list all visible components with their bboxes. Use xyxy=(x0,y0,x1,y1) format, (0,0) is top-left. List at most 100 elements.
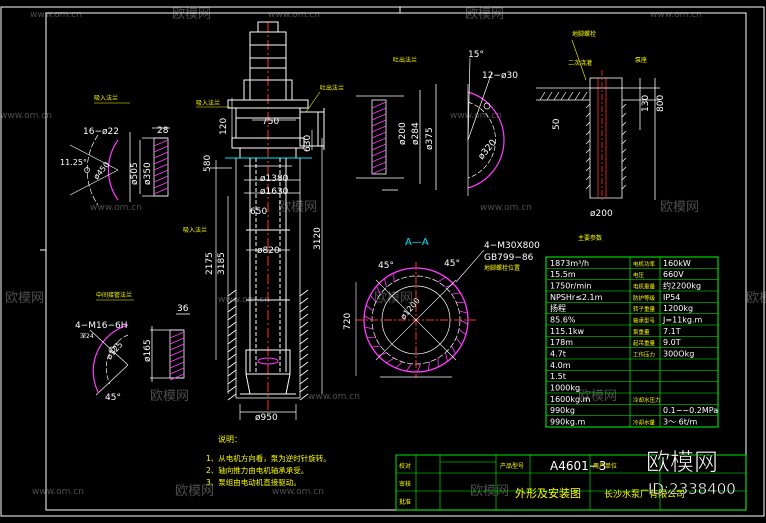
watermark-brand: 欧模网 xyxy=(660,200,699,215)
table-cell: 1750r/min xyxy=(550,282,591,291)
table-cell: 3〜 6t/m xyxy=(663,418,698,427)
hatch-line xyxy=(300,386,308,392)
dim-2175: 2175 xyxy=(205,252,215,275)
hatch-line xyxy=(406,364,411,371)
table-cell: 泵重量 xyxy=(633,328,650,336)
hatch-line xyxy=(456,302,465,303)
hatch-line xyxy=(372,138,386,144)
dim-750: 750 xyxy=(262,117,279,127)
hatch-line xyxy=(540,92,545,100)
hatch-line xyxy=(622,122,626,126)
dim-820: ø820 xyxy=(257,246,280,256)
hatch-line xyxy=(438,277,446,282)
dim-950: ø950 xyxy=(255,413,278,423)
hatch-line xyxy=(386,358,394,363)
table-cell: 工作压力 xyxy=(633,351,655,359)
view-title: 吸入法兰 xyxy=(94,94,118,102)
dim-gb: GB799−86 xyxy=(484,253,534,263)
dim-15: 15° xyxy=(468,50,484,60)
hatch-line xyxy=(300,362,308,368)
hatch-line xyxy=(622,113,626,117)
hatch-line xyxy=(228,338,236,344)
hatch-line xyxy=(228,362,236,368)
hatch-line xyxy=(460,320,468,324)
dim-45: 45° xyxy=(105,393,121,403)
hatch-line xyxy=(561,92,566,100)
hatch-line xyxy=(228,306,236,312)
intermediate-flange-view: 中间接管法兰 4−M16−6H 深24 ø125 45° 36 ø165 xyxy=(75,291,190,403)
hatch-line xyxy=(417,364,420,372)
hatch-line xyxy=(586,176,590,180)
hatch-line xyxy=(170,356,184,362)
hatch-line xyxy=(170,338,184,344)
dim-580: 580 xyxy=(203,155,213,172)
callout: 吐出法兰 xyxy=(320,84,344,92)
table-cell: 7.1T xyxy=(663,327,681,336)
hatch-line xyxy=(228,314,236,320)
hatch-line xyxy=(622,158,626,162)
dim-3120: 3120 xyxy=(313,227,323,250)
table-cell: 15.5m xyxy=(550,270,576,279)
table-cell: 1873m³/h xyxy=(550,259,589,268)
hatch-line xyxy=(586,104,590,108)
dim-200: ø200 xyxy=(590,209,613,219)
note-item: 2、轴向推力由电机轴承承受。 xyxy=(206,465,308,475)
hatch-line xyxy=(154,188,168,194)
note-item: 1、从电机方向看，泵为逆时针旋转。 xyxy=(206,453,331,463)
dim-11-25: 11.25° xyxy=(60,158,87,167)
subnote: 地脚螺栓位置 xyxy=(484,264,520,272)
flange-hatching xyxy=(170,332,184,380)
hatch-line xyxy=(228,346,236,352)
hatch-line xyxy=(372,120,386,126)
hatch-line xyxy=(228,386,236,392)
watermark-site: www.om.cn xyxy=(30,10,82,20)
flange-section xyxy=(150,314,190,382)
watermark-site: www.om.cn xyxy=(32,487,84,497)
hatch-line xyxy=(364,316,372,320)
hatch-line xyxy=(622,167,626,171)
hatch-line xyxy=(154,164,168,170)
suction-flange-view: 吸入法兰 16−ø22 11.25° ø450 28 ø505 ø350 xyxy=(60,94,170,205)
table-cell: 起吊重量 xyxy=(633,339,656,347)
hatch-line xyxy=(372,162,386,168)
hatch-line xyxy=(452,293,461,294)
label: 泵座 xyxy=(635,56,647,64)
tb-cell: 审核 xyxy=(399,480,411,488)
table-cell: 160kW xyxy=(663,259,691,268)
hatch-line xyxy=(622,131,626,135)
tb-cell: 产品型号 xyxy=(500,462,524,470)
flange-hatching xyxy=(372,102,386,174)
table-cell: 178m xyxy=(550,338,573,347)
hatch-line xyxy=(300,338,308,344)
dim-depth: 深24 xyxy=(80,332,94,340)
table-cell: 扬程 xyxy=(550,303,566,313)
hatch-line xyxy=(622,104,626,108)
table-cell: 冷却水量 xyxy=(633,419,656,427)
hatch-line xyxy=(170,344,184,350)
tb-cell: 校对 xyxy=(399,462,411,470)
table-cell: 1200kg xyxy=(663,304,693,313)
hatch-line xyxy=(154,158,168,164)
hatch-line xyxy=(170,350,184,356)
hatch-line xyxy=(452,346,456,354)
hatch-line xyxy=(170,362,184,368)
tb-cell: 批准 xyxy=(399,498,411,506)
hatch-line xyxy=(459,329,466,335)
dim-165: ø165 xyxy=(143,339,153,362)
watermark-brand: 欧模网 xyxy=(746,291,766,306)
hatch-line xyxy=(586,167,590,171)
watermark-row-2: www.om.cn www.om.cn xyxy=(0,111,502,121)
hatch-line xyxy=(367,337,376,338)
hatch-line xyxy=(300,330,308,336)
hatch-line xyxy=(586,140,590,144)
hatch-line xyxy=(428,362,430,371)
watermark-brand: 欧模网 xyxy=(278,200,317,215)
hatch-line xyxy=(170,332,184,338)
concrete-hatching xyxy=(540,92,626,189)
hatch-line xyxy=(300,306,308,312)
dim-36: 36 xyxy=(177,304,189,314)
hatch-line xyxy=(459,311,468,313)
hatch-line xyxy=(228,370,236,376)
table-cell: IP54 xyxy=(663,293,680,302)
